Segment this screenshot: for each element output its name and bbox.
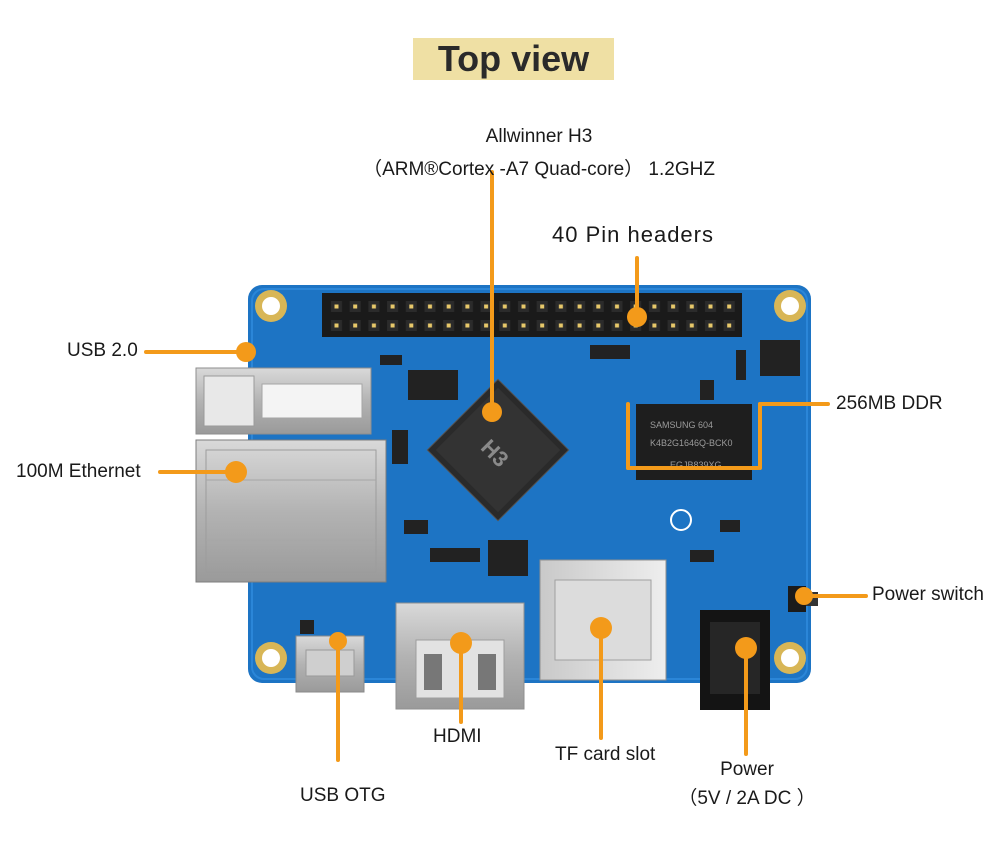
ethernet-label: 100M Ethernet (16, 461, 141, 482)
inductor (408, 370, 458, 400)
power-label-line1: Power (720, 759, 774, 780)
usb-otg-label: USB OTG (300, 785, 386, 806)
power-label-line2: （5V / 2A DC ） (678, 788, 816, 809)
inductor (488, 540, 528, 576)
callout-dots (225, 307, 813, 659)
pin-header (322, 293, 742, 337)
cpu-label-line2: （ARM®Cortex -A7 Quad-core） 1.2GHZ (363, 159, 715, 180)
power-switch-label: Power switch (872, 584, 984, 605)
ddr-label: 256MB DDR (836, 393, 943, 414)
power-label: Power （5V / 2A DC ） (672, 759, 822, 810)
svg-text:EGJB839XG: EGJB839XG (670, 460, 722, 470)
svg-text:K4B2G1646Q-BCK0: K4B2G1646Q-BCK0 (650, 438, 733, 448)
usb2-port (195, 367, 372, 435)
mounting-holes (255, 290, 806, 674)
page-title: Top view (437, 38, 590, 79)
ethernet-port (195, 439, 387, 583)
logo-icon (670, 509, 692, 531)
inductor (760, 340, 800, 376)
title-banner: Top view (413, 38, 614, 80)
pin-headers-label: 40 Pin headers (552, 222, 714, 247)
power-jack (700, 610, 770, 710)
cpu-label: Allwinner H3 （ARM®Cortex -A7 Quad-core） … (354, 126, 724, 181)
small-components (300, 345, 746, 634)
tf-slot-label: TF card slot (555, 744, 656, 765)
soc-chip: H3 (426, 378, 570, 522)
usb-otg-port (295, 635, 365, 693)
hdmi-label: HDMI (433, 726, 482, 747)
callout-lines (144, 170, 868, 762)
svg-text:SAMSUNG 604: SAMSUNG 604 (650, 420, 713, 430)
cpu-label-line1: Allwinner H3 (485, 126, 593, 147)
usb2-label: USB 2.0 (67, 340, 138, 361)
